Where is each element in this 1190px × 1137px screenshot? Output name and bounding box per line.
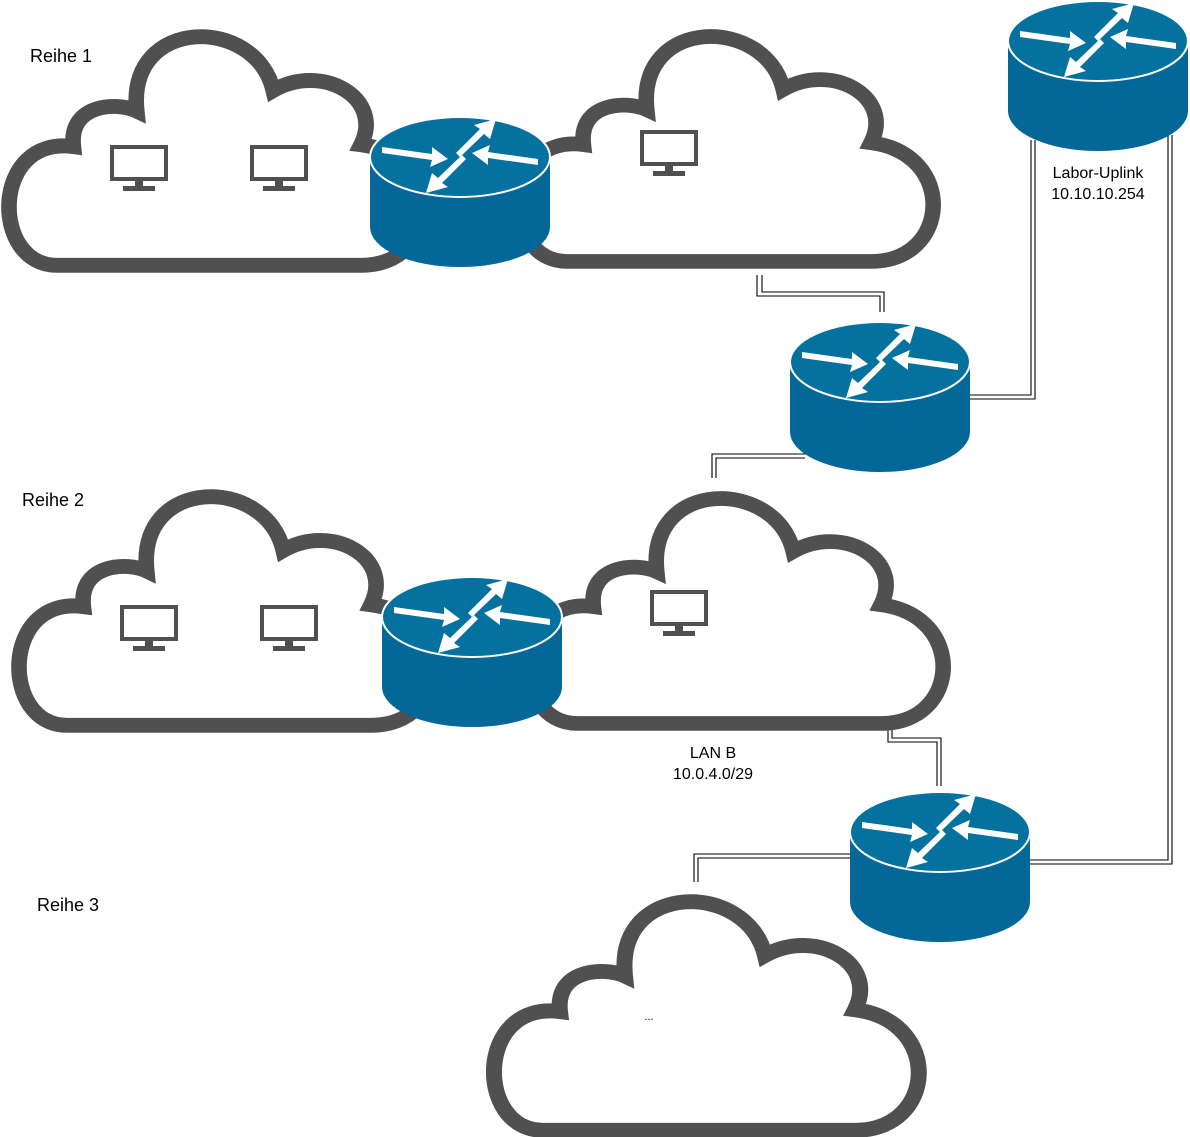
uplink-address: 10.10.10.254: [1051, 186, 1145, 203]
links: [693, 135, 1173, 882]
row-label-3: Reihe 3: [37, 895, 99, 915]
cloud-icon: [19, 497, 433, 726]
cloud-row2-left: [19, 497, 433, 726]
router-icon: [1007, 0, 1189, 152]
cloud-row1-right: [519, 37, 933, 262]
row-label-2: Reihe 2: [22, 490, 84, 510]
link-cloud1b-router-hub1: [756, 275, 885, 312]
cloud-icon: [519, 37, 933, 262]
cloud-row2-right: [529, 499, 943, 724]
uplink-name: Labor-Uplink: [1053, 165, 1145, 182]
lan-b-name: LAN B: [690, 745, 736, 762]
router-icon: [789, 321, 971, 473]
link-router-hub1-cloud2b: [711, 453, 805, 478]
cloud-row3-placeholder: ...: [644, 1011, 653, 1023]
link-router-hub2-cloud3: [693, 853, 850, 882]
cloud-icon: [494, 902, 919, 1131]
cloud-row3: [494, 902, 919, 1131]
router-icon: [381, 576, 563, 728]
link-uplink-router-hub2: [1030, 135, 1173, 865]
router-icon: [369, 116, 551, 268]
router-icon: [849, 791, 1031, 943]
cloud-row1-left: [9, 37, 423, 266]
cloud-icon: [529, 499, 943, 724]
cloud-icon: [9, 37, 423, 266]
row-label-1: Reihe 1: [30, 46, 92, 66]
lan-b-address: 10.0.4.0/29: [673, 766, 753, 783]
link-router-hub1-uplink: [970, 140, 1036, 400]
